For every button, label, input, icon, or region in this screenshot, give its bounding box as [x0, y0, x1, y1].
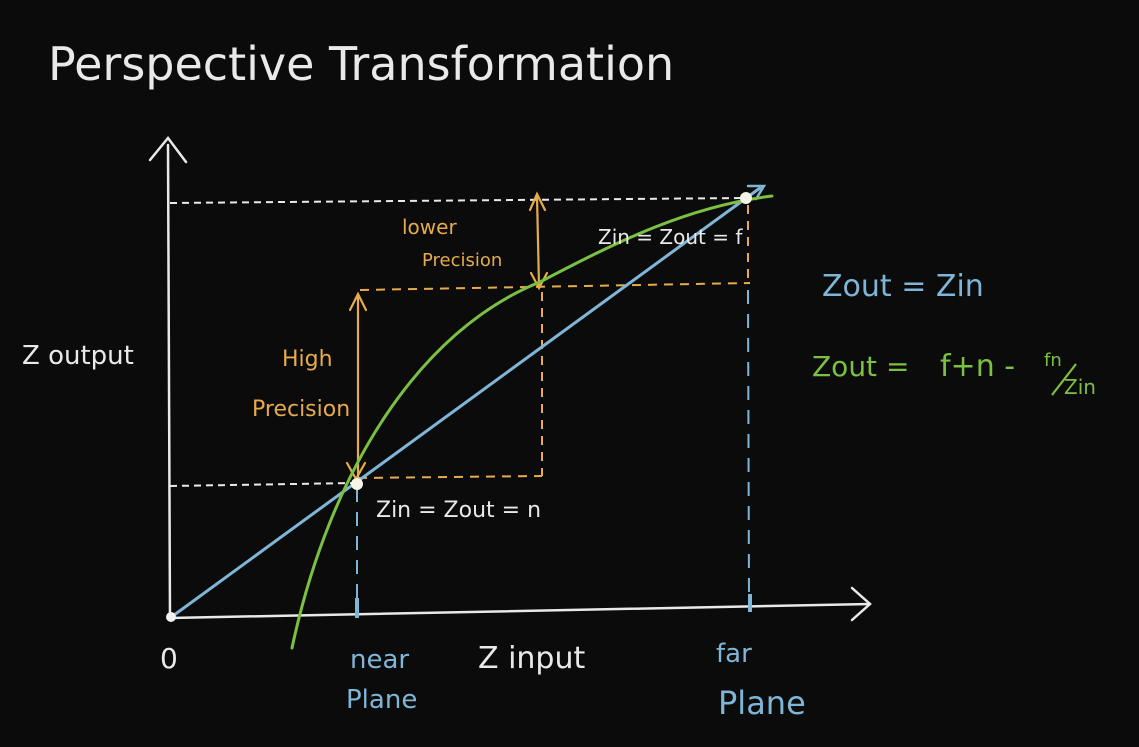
x-axis-arrow — [850, 586, 872, 622]
y-axis — [166, 143, 172, 622]
perspective-fraction-denominator: Zin — [1064, 375, 1096, 399]
plane-ticks — [355, 594, 752, 618]
lower-precision-label-2: Precision — [422, 250, 502, 271]
page-title: Perspective Transformation — [48, 37, 674, 91]
near-point-label: Zin = Zout = n — [376, 498, 541, 523]
linear-line-arrow — [746, 184, 767, 201]
perspective-curve — [290, 194, 774, 650]
perspective-equation-rhs: f+n - — [940, 349, 1015, 384]
precision-arrows — [345, 191, 549, 482]
white-guides — [169, 197, 746, 487]
high-precision-label-1: High — [282, 347, 333, 372]
perspective-fraction-bar — [1051, 363, 1077, 396]
lower-arrow-head-top — [528, 191, 547, 212]
lower-precision-label-1: lower — [402, 215, 457, 239]
high-precision-label-2: Precision — [252, 397, 350, 422]
far-horizontal-guide — [169, 197, 746, 204]
precision-bottom-guide — [357, 475, 543, 479]
near-plane-label-1: near — [350, 645, 409, 675]
origin-label: 0 — [160, 642, 178, 675]
x-axis-label: Z input — [478, 641, 585, 676]
blue-guides — [356, 289, 750, 605]
far-point-label: Zin = Zout = f — [598, 225, 743, 249]
far-point — [740, 192, 752, 204]
near-horizontal-guide — [169, 482, 356, 487]
linear-line — [168, 186, 762, 620]
lower-arrow-head-bottom — [529, 271, 549, 291]
origin-point — [166, 612, 176, 622]
perspective-equation-lhs: Zout = — [812, 350, 909, 383]
far-plane-label-1: far — [716, 639, 752, 669]
high-arrow-head-top — [348, 291, 368, 312]
x-axis — [168, 602, 872, 620]
linear-equation: Zout = Zin — [822, 269, 984, 304]
axes — [148, 135, 872, 622]
near-plane-label-2: Plane — [346, 685, 417, 715]
lower-precision-arrow — [535, 194, 541, 288]
y-axis-label: Z output — [22, 341, 134, 371]
precision-top-guide — [359, 282, 751, 291]
far-plane-guide — [747, 289, 750, 601]
y-axis-arrow — [148, 135, 188, 164]
far-plane-label-2: Plane — [718, 684, 806, 722]
perspective-fraction-numerator: fn — [1044, 350, 1062, 371]
orange-guides — [357, 205, 751, 479]
near-point — [351, 478, 363, 490]
